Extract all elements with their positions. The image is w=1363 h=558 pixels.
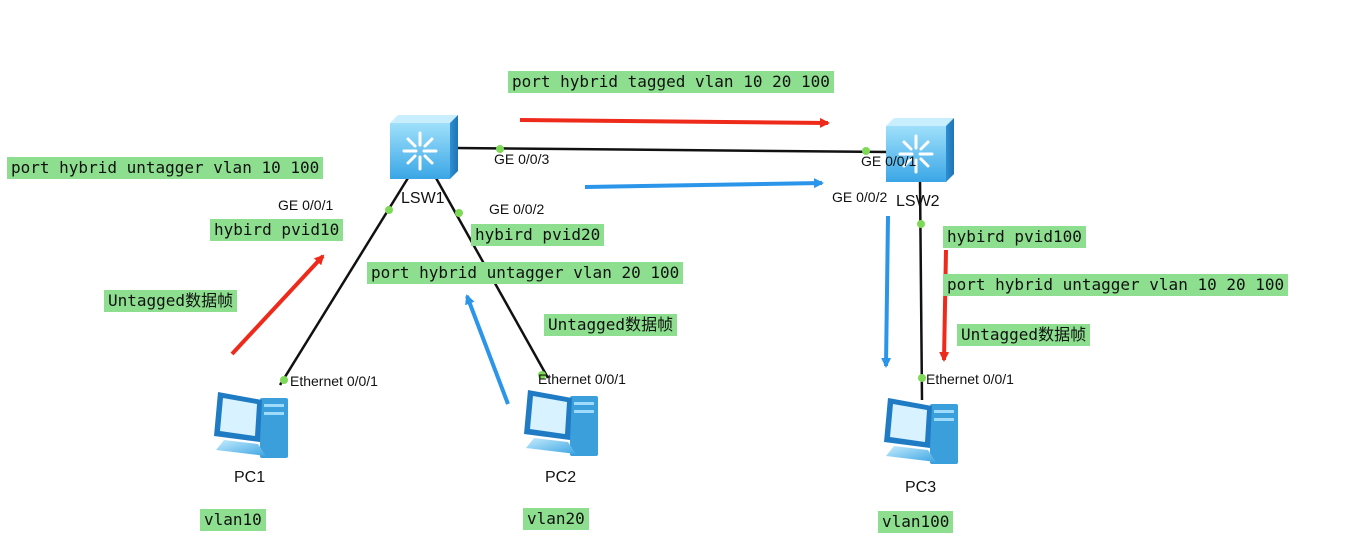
annotation-untagged-frame-pc2: Untagged数据帧 xyxy=(544,314,678,336)
arrow-blue-pc2 xyxy=(465,294,510,405)
switch-icon[interactable] xyxy=(886,118,954,182)
pc-icon[interactable] xyxy=(524,390,598,456)
pc-icon[interactable] xyxy=(884,398,958,464)
device-label-pc3: PC3 xyxy=(905,479,937,496)
port-dot-pc1 xyxy=(280,376,288,384)
port-label-pc2-eth: Ethernet 0/0/1 xyxy=(538,371,626,387)
port-dot-lsw2-ge002 xyxy=(917,220,925,228)
port-label-pc1-eth: Ethernet 0/0/1 xyxy=(290,373,378,389)
annotation-trunk-tagged: port hybrid tagged vlan 10 20 100 xyxy=(508,71,834,93)
annotation-lsw1-p2-untag: port hybrid untagger vlan 20 100 xyxy=(367,262,684,284)
port-label-lsw2-ge002: GE 0/0/2 xyxy=(832,189,888,205)
port-dot-pc3 xyxy=(918,374,926,382)
arrow-blue-pc3 xyxy=(881,215,892,368)
arrow-red-pc3 xyxy=(939,249,950,362)
pc-icon[interactable] xyxy=(214,392,288,458)
port-label-lsw1-ge003: GE 0/0/3 xyxy=(494,151,550,167)
port-dot-pc2 xyxy=(538,371,546,379)
annotation-vlan-pc2: vlan20 xyxy=(523,508,589,530)
link-lsw2-pc3 xyxy=(918,179,924,401)
annotation-vlan-pc1: vlan10 xyxy=(200,509,266,531)
device-label-lsw1: LSW1 xyxy=(401,190,445,207)
device-label-pc2: PC2 xyxy=(545,469,577,486)
annotation-lsw2-p2-pvid: hybird pvid100 xyxy=(943,226,1086,248)
arrow-red-pc1 xyxy=(230,254,325,356)
annotation-lsw1-p1-pvid: hybird pvid10 xyxy=(210,219,344,241)
arrow-blue-trunk xyxy=(584,178,824,189)
annotation-vlan-pc3: vlan100 xyxy=(878,511,954,533)
arrow-red-trunk xyxy=(519,117,830,128)
port-label-lsw1-ge002: GE 0/0/2 xyxy=(489,201,545,217)
annotation-lsw1-p1-untag: port hybrid untagger vlan 10 100 xyxy=(7,157,324,179)
port-dot-lsw1-ge002 xyxy=(455,209,463,217)
link-lsw1-lsw2 xyxy=(454,146,891,154)
switch-icon[interactable] xyxy=(390,115,458,179)
annotation-untagged-frame-pc3: Untagged数据帧 xyxy=(957,324,1091,346)
device-label-pc1: PC1 xyxy=(234,469,266,486)
port-label-lsw2-ge001: GE 0/0/1 xyxy=(861,153,917,169)
port-dot-lsw1-ge003 xyxy=(496,145,504,153)
port-label-lsw1-ge001: GE 0/0/1 xyxy=(278,197,334,213)
annotation-lsw1-p2-pvid: hybird pvid20 xyxy=(471,224,605,246)
port-dots xyxy=(280,145,926,384)
annotation-lsw2-p2-untag: port hybrid untagger vlan 10 20 100 xyxy=(943,274,1289,296)
port-label-pc3-eth: Ethernet 0/0/1 xyxy=(926,371,1014,387)
arrows xyxy=(230,117,950,405)
annotation-untagged-frame-pc1: Untagged数据帧 xyxy=(104,290,238,312)
port-dot-lsw1-ge001 xyxy=(385,206,393,214)
port-dot-lsw2-ge001 xyxy=(862,147,870,155)
device-label-lsw2: LSW2 xyxy=(896,193,940,210)
